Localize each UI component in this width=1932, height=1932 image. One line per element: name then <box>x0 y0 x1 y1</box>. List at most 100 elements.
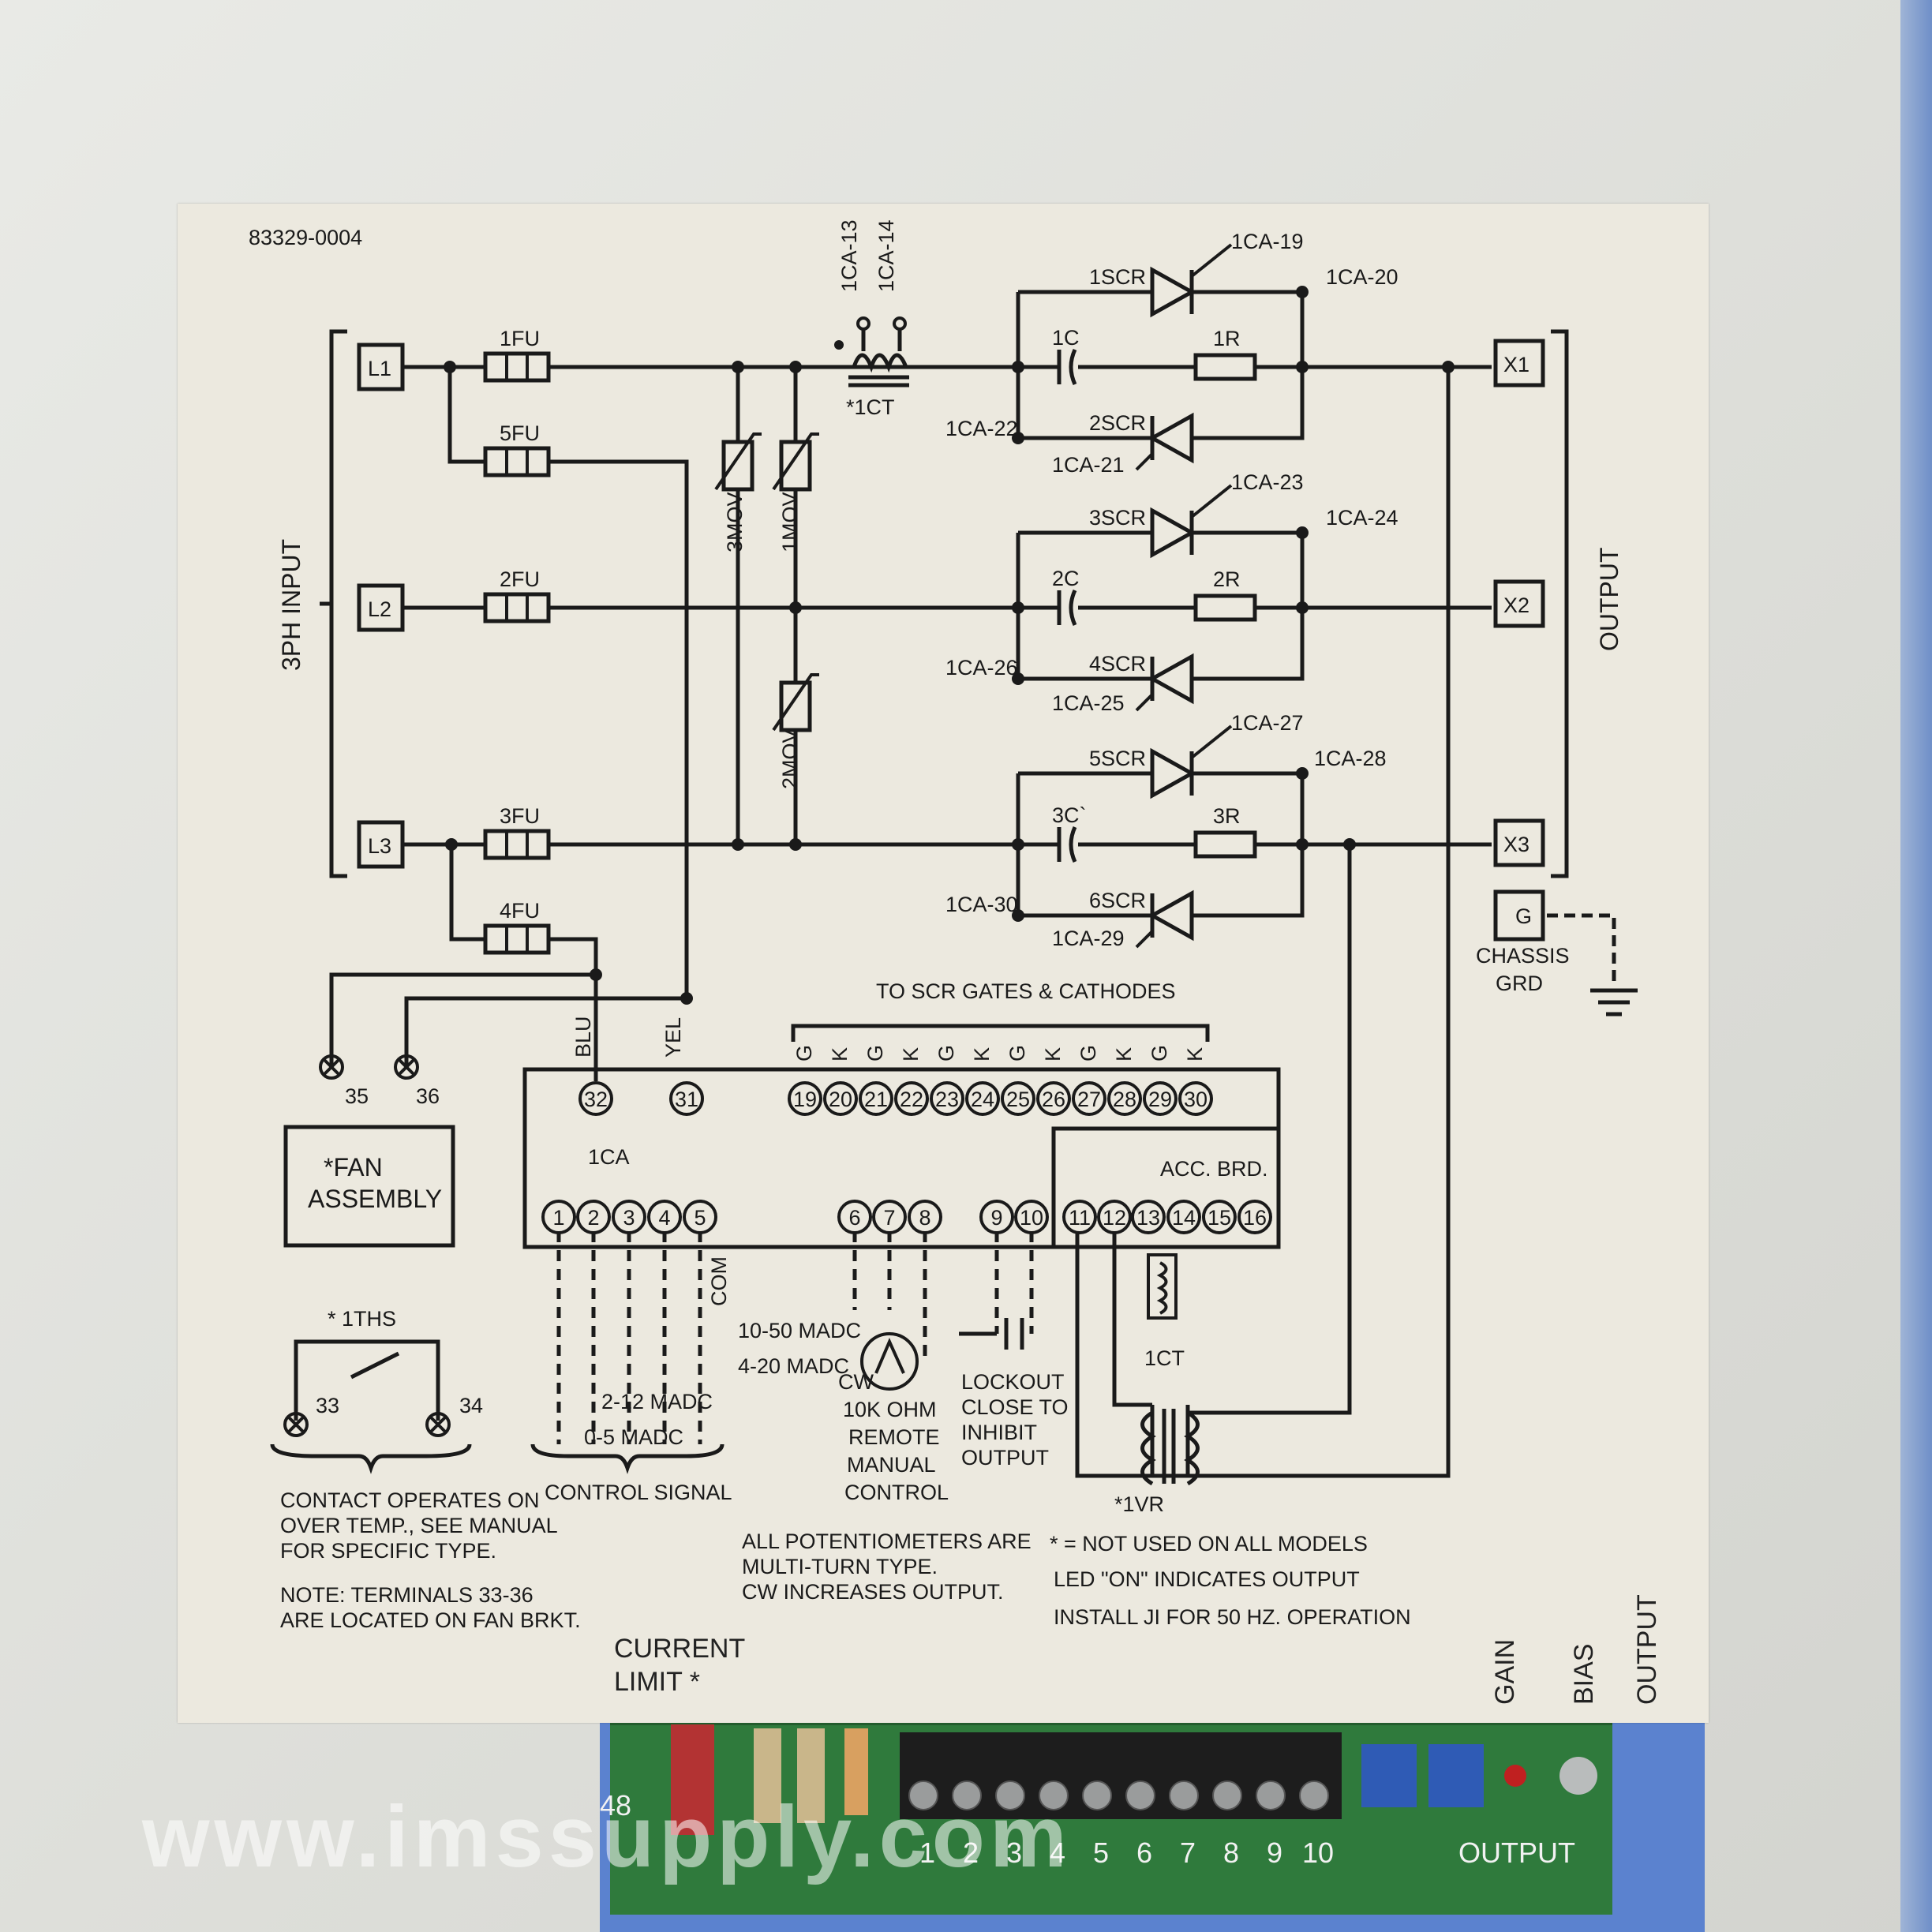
vr-label: *1VR <box>1114 1492 1164 1516</box>
fuse-symbol <box>483 829 551 860</box>
board-label: 1CA <box>588 1145 630 1169</box>
board-bottom-terminal <box>647 1200 682 1234</box>
pcb-terminal-number: 10 <box>1302 1837 1334 1869</box>
signal-com: COM <box>707 1256 731 1306</box>
board-bottom-terminal <box>612 1200 646 1234</box>
fuse-symbol <box>483 923 551 955</box>
board-top-terminal <box>823 1081 858 1116</box>
pot-line1: 10K OHM <box>843 1398 937 1421</box>
panel-output: OUTPUT <box>1632 1594 1662 1705</box>
pcb-screw-head <box>1212 1780 1242 1810</box>
input-terminal-label: L2 <box>368 597 391 621</box>
fan-line1: *FAN <box>324 1153 383 1181</box>
scr-symbol <box>1148 889 1194 942</box>
board-bottom-terminal <box>1014 1200 1049 1234</box>
scr-term-21: 1CA-21 <box>1052 453 1125 477</box>
wire-blu: BLU <box>571 1016 595 1058</box>
board-top-terminal-number: 28 <box>1113 1088 1136 1111</box>
board-bottom-terminal-number: 12 <box>1103 1206 1126 1230</box>
lockout-line1: LOCKOUT <box>961 1370 1065 1394</box>
input-group-label: 3PH INPUT <box>277 539 305 671</box>
board-bottom-terminal-number: 2 <box>587 1206 599 1230</box>
input-terminal-box <box>357 820 405 869</box>
scr-term-28: 1CA-28 <box>1314 747 1387 770</box>
pcb-trimpot-2 <box>1428 1744 1484 1807</box>
gate-letter: K <box>1183 1047 1207 1061</box>
pcb-screw-head <box>1169 1780 1199 1810</box>
board-top-terminal <box>859 1081 893 1116</box>
board-top-terminal <box>965 1081 1000 1116</box>
acc-ct-label: 1CT <box>1144 1346 1185 1370</box>
vr-transformer-symbol <box>1140 1409 1200 1486</box>
board-bottom-terminal-number: 11 <box>1069 1206 1091 1230</box>
scr-label: 5SCR <box>1089 747 1146 770</box>
board-top-terminal <box>1036 1081 1071 1116</box>
lockout-line3: INHIBIT <box>961 1421 1037 1444</box>
board-bottom-terminal-number: 1 <box>552 1206 564 1230</box>
input-bracket <box>329 329 347 878</box>
gate-letter: G <box>792 1045 816 1061</box>
gate-letter: G <box>1148 1045 1171 1061</box>
board-bottom-terminal <box>576 1200 611 1234</box>
output-terminal-label: X1 <box>1503 353 1530 376</box>
pcb-terminal-number: 5 <box>1093 1837 1109 1869</box>
board-top-terminal <box>669 1081 704 1116</box>
note-models-3: INSTALL JI FOR 50 HZ. OPERATION <box>1054 1605 1411 1629</box>
pcb-screw-head <box>995 1780 1025 1810</box>
scr-term-29: 1CA-29 <box>1052 927 1125 950</box>
note-pots-1: ALL POTENTIOMETERS ARE <box>742 1530 1032 1553</box>
board-top-terminal <box>1143 1081 1178 1116</box>
resistor-label: 3R <box>1213 804 1241 828</box>
output-terminal-label: X3 <box>1503 833 1530 856</box>
scr-label: 1SCR <box>1089 265 1146 289</box>
board-bottom-terminal <box>683 1200 717 1234</box>
note-models-2: LED "ON" INDICATES OUTPUT <box>1054 1567 1360 1591</box>
output-bracket <box>1551 329 1569 878</box>
scr-symbol <box>1148 412 1194 464</box>
ths-terminal-33: 33 <box>316 1394 339 1417</box>
scr-term-30: 1CA-30 <box>945 893 1018 916</box>
board-top-terminal <box>1178 1081 1213 1116</box>
board-bottom-terminal <box>1131 1200 1166 1234</box>
board-top-terminal <box>1072 1081 1106 1116</box>
pcb-terminal-number: 8 <box>1223 1837 1239 1869</box>
panel-gain: GAIN <box>1490 1639 1520 1705</box>
board-bottom-terminal-number: 7 <box>883 1206 895 1230</box>
scr-term-23: 1CA-23 <box>1231 470 1304 494</box>
note-contact-1: CONTACT OPERATES ON <box>280 1488 540 1512</box>
board-bottom-terminal-number: 3 <box>623 1206 635 1230</box>
pcb-terminal-screws <box>908 1780 1329 1810</box>
board-top-terminal-number: 32 <box>584 1088 608 1111</box>
board-bottom-terminal <box>872 1200 907 1234</box>
ground-terminal-box <box>1493 889 1545 942</box>
scr-term-22: 1CA-22 <box>945 417 1018 440</box>
capacitor-label: 1C <box>1052 326 1080 350</box>
mov-label: 2MOV <box>778 728 802 789</box>
remote-pot-symbol <box>860 1332 919 1391</box>
scr-label: 2SCR <box>1089 411 1146 435</box>
resistor-symbol <box>1193 830 1257 859</box>
note-pots-3: CW INCREASES OUTPUT. <box>742 1580 1004 1604</box>
fan-terminal-35: 35 <box>345 1084 369 1108</box>
note-contact-2: OVER TEMP., SEE MANUAL <box>280 1514 558 1537</box>
ground-terminal-label: G <box>1515 904 1532 928</box>
acc-board-label: ACC. BRD. <box>1160 1157 1268 1181</box>
capacitor-symbol <box>1057 348 1077 386</box>
fuse-label: 1FU <box>500 327 540 350</box>
fuse-label: 5FU <box>500 421 540 445</box>
pcb-screw <box>1559 1757 1597 1795</box>
pcb-screw-head <box>952 1780 982 1810</box>
mov-label: 3MOV <box>723 492 747 552</box>
scr-term-19: 1CA-19 <box>1231 230 1304 253</box>
pcb-terminal-number: 7 <box>1180 1837 1196 1869</box>
ground-line1: CHASSIS <box>1476 944 1570 968</box>
